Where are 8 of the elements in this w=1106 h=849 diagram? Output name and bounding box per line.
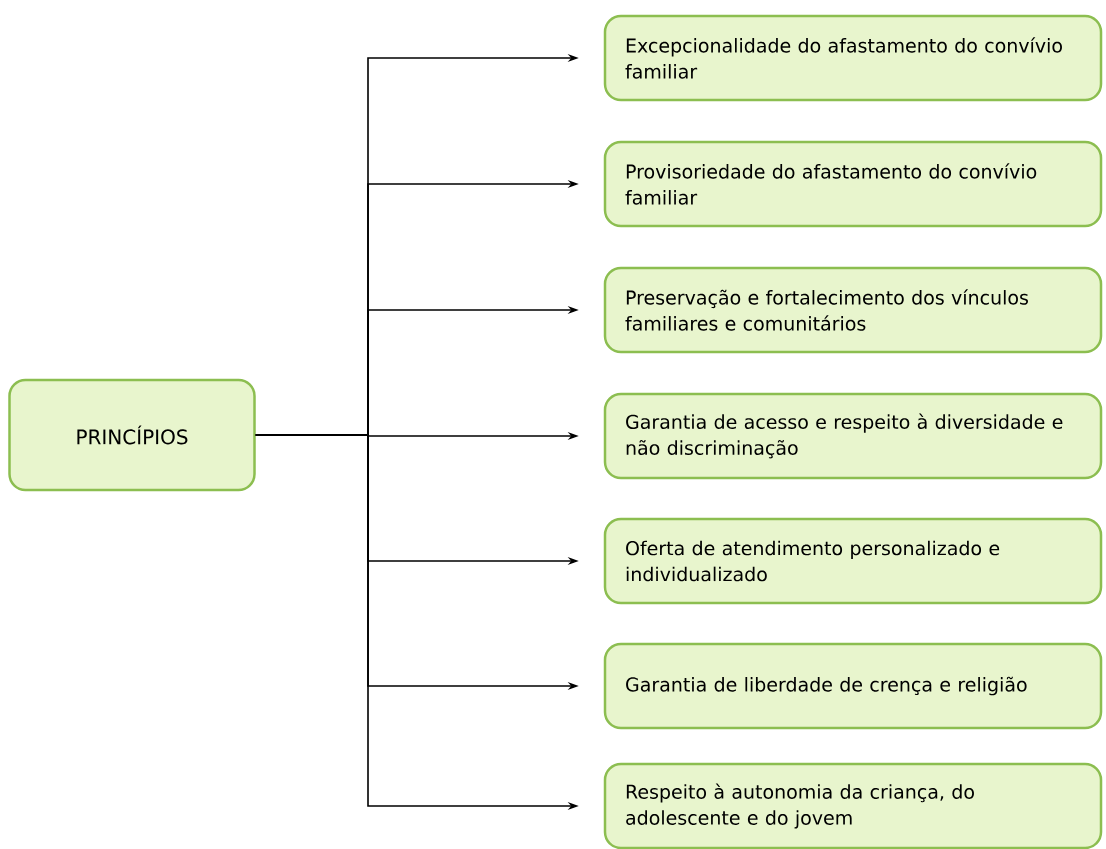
root-box: PRINCÍPIOS	[8, 378, 256, 492]
principle-box: Provisoriedade do afastamento do convívio familiar	[603, 140, 1103, 228]
principle-box: Oferta de atendimento personalizado e individualizado	[603, 517, 1103, 605]
principle-box: Respeito à autonomia da criança, do adolescente e do jovem	[603, 762, 1103, 849]
principle-box: Excepcionalidade do afastamento do convívio familiar	[603, 14, 1103, 102]
principle-box: Garantia de liberdade de crença e religião	[603, 642, 1103, 730]
principle-box: Preservação e fortalecimento dos vínculos familiares e comunitários	[603, 266, 1103, 354]
principle-box: Garantia de acesso e respeito à diversidade e não discriminação	[603, 392, 1103, 480]
